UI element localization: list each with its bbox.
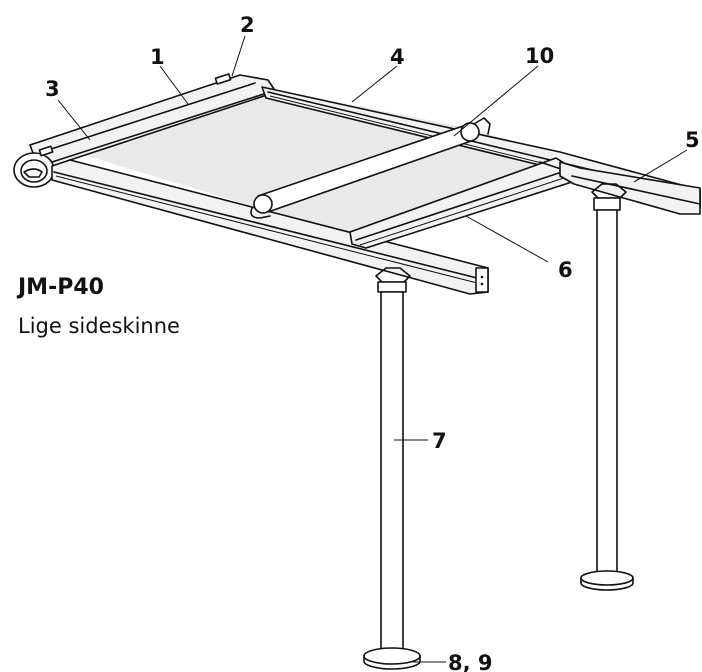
cassette-housing	[13, 73, 277, 188]
model-description: Lige sideskinne	[18, 314, 180, 338]
front-post	[363, 267, 421, 670]
callout-2: 2	[240, 13, 255, 37]
model-title: JM-P40	[18, 275, 104, 300]
rear-post	[580, 183, 634, 591]
awning-canvas	[57, 86, 561, 239]
right-side-rail	[559, 161, 701, 215]
callout-7: 7	[432, 429, 447, 453]
leader-lines	[57, 35, 688, 663]
callout-8-9: 8, 9	[448, 651, 493, 672]
callout-5: 5	[685, 128, 700, 152]
callout-3: 3	[45, 77, 60, 101]
callout-4: 4	[390, 45, 405, 69]
roller-tube	[250, 117, 491, 219]
callout-10: 10	[525, 44, 554, 68]
callout-6: 6	[558, 258, 573, 282]
front-side-rail	[51, 159, 489, 295]
callout-1: 1	[150, 45, 165, 69]
